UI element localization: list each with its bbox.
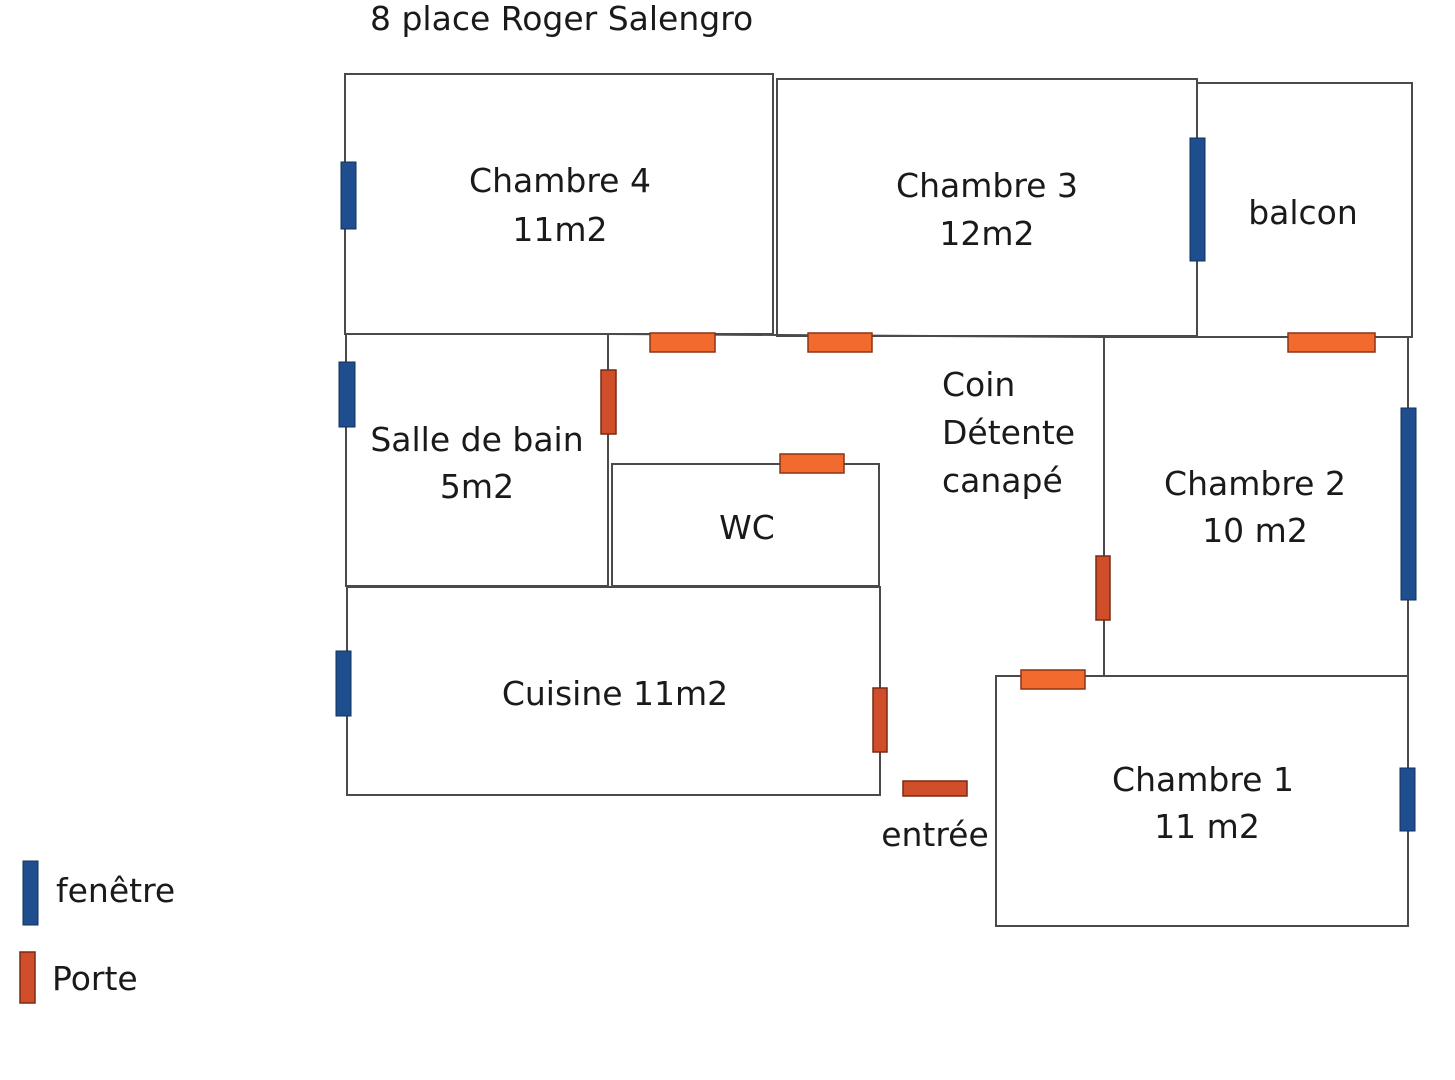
door-salle-de-bain — [600, 369, 617, 435]
wc-name: WC — [719, 508, 775, 547]
chambre-1-name: Chambre 1 — [1112, 760, 1294, 799]
door-chambre-1 — [1020, 669, 1086, 690]
room-labels: Chambre 4 11m2 Chambre 3 12m2 balcon Sal… — [370, 161, 1357, 854]
legend-window-swatch — [22, 860, 39, 926]
window-chambre-2 — [1400, 407, 1417, 601]
door-chambre-3 — [807, 332, 873, 353]
chambre-4-area: 11m2 — [512, 210, 607, 249]
chambre-3-name: Chambre 3 — [896, 166, 1078, 205]
plan-title: 8 place Roger Salengro — [370, 0, 753, 38]
legend-window-label: fenêtre — [56, 871, 175, 910]
salle-de-bain-area: 5m2 — [440, 467, 514, 506]
chambre-4-name: Chambre 4 — [469, 161, 651, 200]
door-chambre-4 — [649, 332, 716, 353]
legend: fenêtre Porte — [19, 860, 175, 1004]
door-balcon — [1287, 332, 1376, 353]
doors — [600, 332, 1376, 797]
window-chambre-1 — [1399, 767, 1416, 832]
door-wc — [779, 453, 845, 474]
window-chambre-4 — [340, 161, 357, 230]
room-salle-de-bain — [345, 333, 609, 587]
chambre-1-area: 11 m2 — [1154, 807, 1260, 846]
chambre-2-area: 10 m2 — [1202, 511, 1308, 550]
door-chambre-2 — [1095, 555, 1111, 621]
window-salle-de-bain — [338, 361, 356, 428]
balcon-name: balcon — [1248, 193, 1358, 232]
coin-detente-line-1: Coin — [942, 365, 1015, 404]
window-cuisine — [335, 650, 352, 717]
window-chambre-3-balcon — [1189, 137, 1206, 262]
coin-detente-line-2: Détente — [942, 413, 1075, 452]
legend-door-swatch — [19, 951, 36, 1004]
chambre-2-name: Chambre 2 — [1164, 464, 1346, 503]
coin-detente-line-3: canapé — [942, 461, 1063, 500]
room-chambre-1 — [995, 675, 1409, 927]
entree-name: entrée — [881, 815, 989, 854]
chambre-3-area: 12m2 — [939, 214, 1034, 253]
door-entree — [902, 780, 968, 797]
room-chambre-2 — [1103, 336, 1409, 677]
door-cuisine — [872, 687, 888, 753]
room-chambre-3 — [776, 78, 1198, 337]
room-chambre-4 — [344, 73, 774, 335]
legend-door-label: Porte — [52, 959, 138, 998]
windows — [335, 137, 1417, 832]
cuisine-name: Cuisine 11m2 — [502, 674, 728, 713]
salle-de-bain-name: Salle de bain — [370, 420, 583, 459]
